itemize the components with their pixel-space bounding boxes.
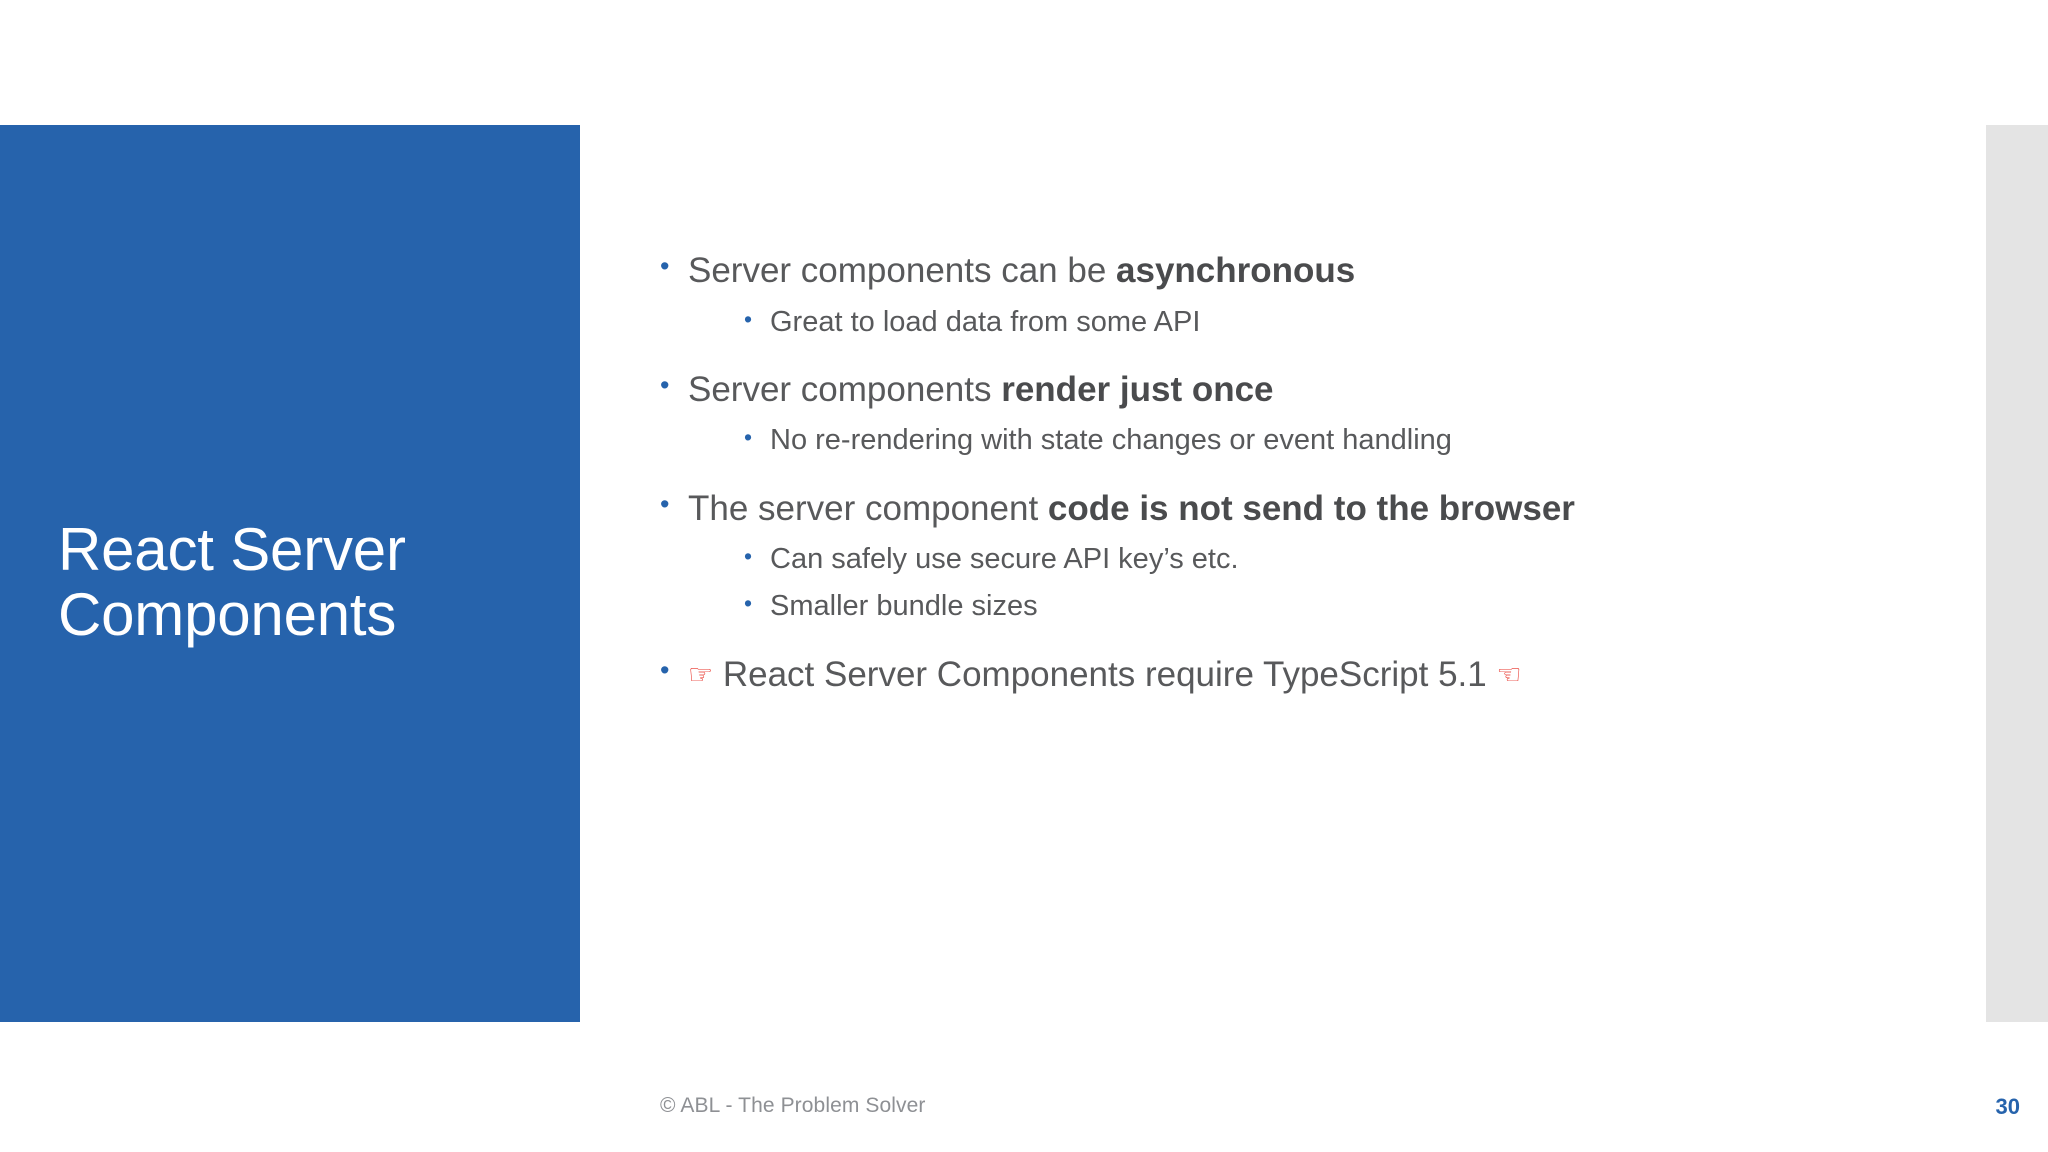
bullet-text: Great to load data from some API	[770, 303, 1960, 341]
bullet-item-level1: • Server components can be asynchronous	[660, 248, 1960, 294]
bullet-marker-icon: •	[660, 488, 670, 519]
bullet-marker-icon: •	[744, 305, 753, 332]
bullet-text: Server components render just once	[688, 367, 1960, 413]
bullet-marker-icon: •	[744, 543, 753, 570]
bullet-item-level1: • Server components render just once	[660, 367, 1960, 413]
bullet-marker-icon: •	[660, 369, 670, 400]
bullet-item-level2: • Smaller bundle sizes	[660, 587, 1960, 625]
page-number: 30	[1995, 1094, 2020, 1119]
pointing-hand-left-icon: ☜	[1496, 657, 1522, 691]
pointing-hand-right-icon: ☞	[688, 657, 714, 691]
bullet-text: Server components can be asynchronous	[688, 248, 1960, 294]
bullet-text: Smaller bundle sizes	[770, 587, 1960, 625]
right-accent-strip	[1986, 125, 2048, 1022]
bullet-text: Can safely use secure API key’s etc.	[770, 540, 1960, 578]
bullet-text: ☞ React Server Components require TypeSc…	[688, 652, 1960, 698]
bullet-item-level2: • Can safely use secure API key’s etc.	[660, 540, 1960, 578]
bullet-marker-icon: •	[744, 424, 753, 451]
bullet-span: Can safely use secure API key’s etc.	[770, 543, 1239, 576]
bullet-text: The server component code is not send to…	[688, 486, 1960, 532]
bullet-span: Great to load data from some API	[770, 305, 1201, 338]
bullet-text: No re-rendering with state changes or ev…	[770, 421, 1960, 459]
bullet-emphasis: code is not send to the browser	[1047, 488, 1575, 528]
bullet-item-level1: • The server component code is not send t…	[660, 486, 1960, 532]
bullet-marker-icon: •	[660, 251, 670, 281]
bullet-emphasis: render just once	[1001, 369, 1274, 409]
footer-credit: © ABL - The Problem Solver	[660, 1094, 926, 1117]
bullet-item-level1: • ☞ React Server Components require TypeS…	[660, 652, 1960, 698]
bullet-emphasis: asynchronous	[1116, 251, 1356, 290]
bullet-span: No re-rendering with state changes or ev…	[770, 424, 1452, 457]
bullet-span: Server components	[688, 369, 1002, 409]
bullet-span: React Server Components require TypeScri…	[713, 654, 1497, 694]
bullet-span: Smaller bundle sizes	[770, 590, 1038, 623]
bullet-item-level2: • Great to load data from some API	[660, 303, 1960, 341]
slide-title-panel: React Server Components	[0, 125, 580, 1022]
bullet-marker-icon: •	[744, 590, 753, 617]
bullet-item-level2: • No re-rendering with state changes or e…	[660, 421, 1960, 459]
bullet-span: The server component	[688, 488, 1048, 528]
bullet-span: Server components can be	[688, 251, 1117, 290]
slide-body-content: • Server components can be asynchronous • G…	[660, 248, 1960, 697]
bullet-marker-icon: •	[660, 654, 670, 685]
slide-title: React Server Components	[58, 515, 406, 648]
